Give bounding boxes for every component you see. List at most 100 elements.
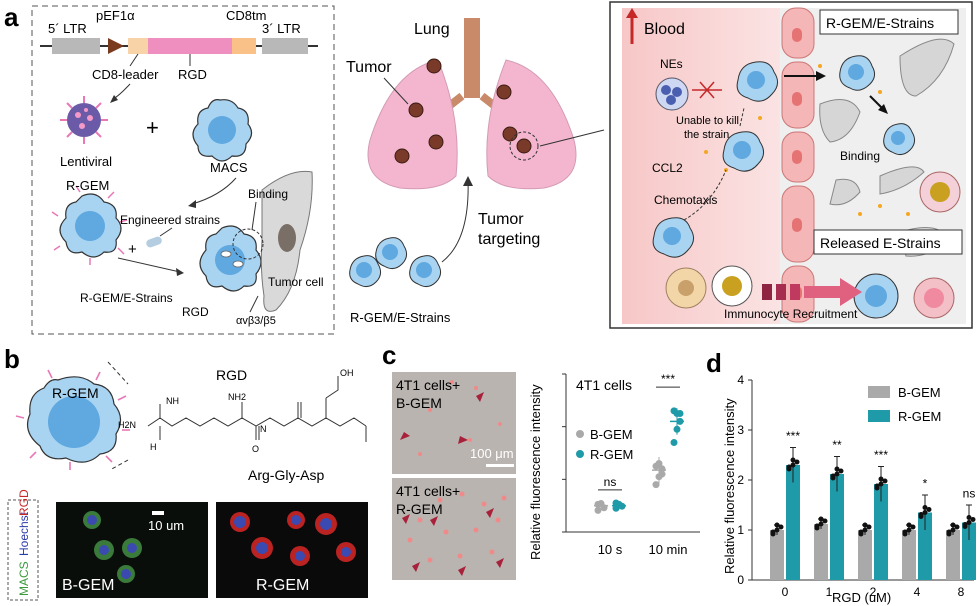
rgem-cell-b: [15, 369, 130, 470]
lentivirus-icon: [60, 96, 108, 144]
chart-c-point: [676, 410, 684, 417]
chart-d-point: [814, 523, 820, 529]
chart-c-point: [594, 500, 602, 508]
chart-c-legend-label: B-GEM: [590, 427, 633, 442]
chart-d-ytick-label: 2: [737, 473, 744, 487]
chart-d-ytick-label: 1: [737, 523, 744, 537]
chart-d-point: [878, 481, 884, 487]
rgem-label-a: R-GEM: [66, 178, 109, 193]
chart-d-sig-label: **: [832, 438, 842, 452]
tumor-targeting-label-2: targeting: [478, 231, 540, 248]
bgem-cells: [83, 511, 142, 583]
chart-d-point: [918, 512, 924, 517]
rgd-box: [148, 38, 232, 54]
chart-d-point: [874, 483, 880, 489]
atom-n: N: [260, 424, 267, 434]
chart-c-legend: B-GEM R-GEM: [576, 427, 633, 462]
inset-cells: [652, 55, 961, 319]
legend-macs: MACS: [17, 561, 31, 596]
ltr5-label: 5´ LTR: [48, 21, 87, 36]
chart-d-point: [774, 527, 780, 533]
chart-d-point: [770, 529, 776, 535]
chart-d-point: [778, 524, 784, 530]
rgem-estrains-label-a: R-GEM/E-Strains: [80, 291, 173, 305]
rgem-img-label: R-GEM: [256, 577, 309, 594]
atom-h2n: H2N: [118, 420, 136, 430]
chart-d-point: [878, 476, 884, 482]
chart-d-xtick-label: 2: [870, 585, 877, 599]
chart-d-legend: B-GEM R-GEM: [868, 385, 941, 424]
chart-d-point: [818, 521, 824, 527]
legend-rgd: RGD: [17, 489, 31, 516]
chart-c-legend-label: R-GEM: [590, 447, 633, 462]
chart-d-point: [818, 516, 824, 522]
chart-d-point: [906, 522, 912, 528]
strain-icon: [146, 236, 162, 248]
chart-c-sig-label: ***: [661, 372, 675, 386]
tumor-targeting-label-1: Tumor: [478, 211, 524, 228]
chart-d-point: [862, 522, 868, 528]
released-box: [813, 229, 963, 255]
c-img2-line1: 4T1 cells+: [396, 483, 460, 499]
chart-d-bar: [918, 512, 932, 580]
micrograph-c-bgem: [392, 372, 516, 474]
leader-label: CD8-leader: [92, 67, 159, 82]
atom-oh: OH: [340, 368, 354, 378]
chart-c-point: [658, 470, 666, 478]
chart-d-legend-label: R-GEM: [898, 409, 941, 424]
chart-d-point: [822, 518, 828, 524]
chart-d-ytick-label: 0: [737, 573, 744, 587]
c-fluor-dots: [407, 380, 507, 563]
ltr5-box: [52, 38, 100, 54]
chart-d-point: [902, 529, 908, 535]
chart-d-point: [922, 505, 928, 510]
tumor-label: Tumor: [346, 59, 392, 76]
ccl2-dots: [704, 64, 910, 216]
micrograph-c-rgem: [392, 478, 516, 580]
c-scale-bar: 100 μm: [470, 446, 514, 461]
chart-c-point: [612, 499, 620, 507]
chart-d-point: [966, 520, 972, 525]
chart-d-point: [790, 462, 796, 468]
plus-sign: +: [146, 115, 159, 140]
chart-d-point: [862, 527, 868, 533]
chart-d-significance: *********ns: [786, 429, 975, 501]
chemotaxis-label: Chemotaxis: [654, 193, 717, 207]
binding-label-inset: Binding: [840, 149, 880, 163]
rgem-cells-img: [230, 511, 356, 566]
chart-d-legend-swatch: [868, 410, 890, 422]
chart-d-xtick-label: 1: [826, 585, 833, 599]
chart-d-xlabel: RGD (uM): [832, 590, 891, 605]
chart-d-point: [946, 529, 952, 535]
chart-d-point: [922, 510, 928, 515]
ccl2-label: CCL2: [652, 161, 683, 175]
chart-d-bar: [814, 524, 828, 580]
atom-h: H: [150, 442, 157, 452]
recruitment-arrow: [762, 278, 862, 306]
rgd-structure: [147, 376, 367, 442]
circulating-cells: [349, 237, 442, 288]
chart-d-point: [838, 468, 844, 474]
chart-d-point: [774, 522, 780, 528]
lentiviral-label: Lentiviral: [60, 154, 112, 169]
macs-label: MACS: [210, 160, 248, 175]
nes-label: NEs: [660, 57, 683, 71]
rgd-label-a: RGD: [182, 305, 209, 319]
chart-d-point: [950, 527, 956, 533]
rgem-label-b: R-GEM: [52, 385, 99, 401]
chart-d-sig-label: ***: [786, 429, 800, 443]
vector-construct: [40, 38, 318, 67]
ltr3-box: [262, 38, 308, 54]
lung-label: Lung: [414, 21, 450, 38]
chart-d-bar: [786, 465, 800, 580]
c-img2-line2: R-GEM: [396, 501, 443, 517]
chart-d-legend-label: B-GEM: [898, 385, 941, 400]
chart-d-point: [794, 459, 800, 465]
chart-d-xtick-label: 0: [782, 585, 789, 599]
chart-d-ytick-label: 4: [737, 373, 744, 387]
promoter-label: pEF1α: [96, 8, 135, 23]
chart-c-point: [670, 438, 678, 446]
chart-d-bar: [874, 484, 888, 580]
rgem-estrains-cell: [199, 225, 262, 292]
